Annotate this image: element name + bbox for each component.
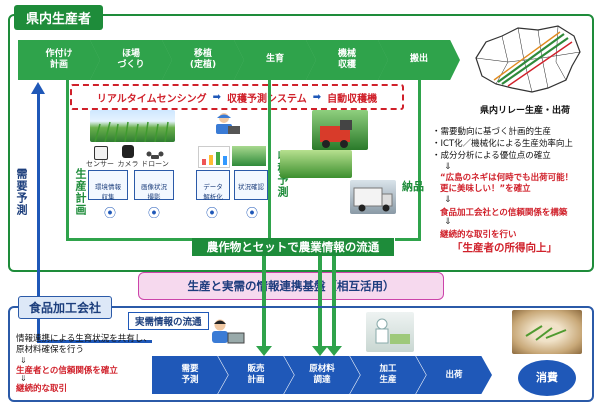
producer-step-ship: 搬出 <box>378 40 460 80</box>
arrow-down-icon <box>326 346 342 356</box>
info-card-status: 状況確認 <box>234 170 268 200</box>
producer-section <box>8 14 594 272</box>
company-step-demand: 需要 予測 <box>152 356 228 394</box>
green-line <box>66 238 266 241</box>
green-arrow-line <box>332 256 336 348</box>
wifi-icon: ⦿ <box>148 206 161 220</box>
dish-photo <box>512 310 582 354</box>
company-step-ship: 出荷 <box>416 356 492 394</box>
info-card-image: 画像状況 撮影 <box>134 170 174 201</box>
flow-banner: 農作物とセットで農業情報の流通 <box>192 238 394 256</box>
highlight-continuous: 継続的な取引を行い <box>440 230 517 240</box>
sensing-harvester: 自動収穫機 <box>327 93 378 105</box>
arrow-icon: ➡ <box>312 91 322 103</box>
company-step-processing: 加工 生産 <box>350 356 426 394</box>
producer-step-field: ほ場 づくり <box>90 40 172 80</box>
arrow-down-icon: ⇓ <box>444 162 452 172</box>
onion-rows-graphic <box>94 121 169 143</box>
green-arrow-line <box>318 256 322 348</box>
producer-title: 県内生産者 <box>14 5 104 30</box>
green-line <box>395 238 421 241</box>
company-step-materials: 原材料 調達 <box>284 356 360 394</box>
bullet-demand-planning: ・需要動向に基づく計画的生産 <box>432 127 552 137</box>
info-card-data: データ 解析化 <box>196 170 230 201</box>
highlight-income: 「生産者の所得向上」 <box>452 242 557 254</box>
label-delivery: 納品 <box>402 180 424 193</box>
company-flow-label: 実需情報の流通 <box>128 312 209 330</box>
green-arrow-line <box>262 256 266 348</box>
producer-step-harvest: 機械 収穫 <box>306 40 388 80</box>
wifi-icon: ⦿ <box>206 206 219 220</box>
arrow-down-icon: ⇓ <box>444 195 452 205</box>
label-production-plan: 生産計画 <box>74 168 87 216</box>
demand-arrow-line <box>37 92 40 342</box>
factory-photo <box>366 312 414 352</box>
chart-icon <box>198 146 230 168</box>
label-demand-forecast: 需要予測 <box>15 168 28 216</box>
green-line <box>418 80 421 240</box>
sensing-box: リアルタイムセンシング ➡ 収穫予測システム ➡ 自動収穫機 <box>70 84 404 110</box>
company-title: 食品加工会社 <box>18 296 113 319</box>
camera-icon <box>122 145 134 158</box>
arrow-up-icon <box>31 82 45 94</box>
hiroshima-map <box>468 22 584 96</box>
highlight-quote: “広島のネギは何時でも出荷可能！ 更に美味しい！”を確立 <box>440 173 574 194</box>
worker-illustration <box>208 318 246 344</box>
producer-step-plan: 作付け 計画 <box>18 40 100 80</box>
company-text-share: 情報連携による生育状況を共有し、 原材料確保を行う <box>16 334 152 355</box>
arrow-down-icon <box>256 346 272 356</box>
company-text-continuous: 継続的な取引 <box>16 384 68 394</box>
growth-photo <box>232 146 266 166</box>
highlight-trust: 食品加工会社との信頼関係を構築 <box>440 208 568 218</box>
bullet-analysis: ・成分分析による優位点の確立 <box>432 151 551 161</box>
info-platform: 生産と実需の情報連携基盤（相互活用） <box>138 272 444 300</box>
sensor-icon <box>94 146 108 160</box>
company-step-sales: 販売 計画 <box>218 356 294 394</box>
green-line <box>66 80 69 240</box>
onion-bundle-photo <box>280 150 352 178</box>
onion-field-photo <box>90 110 175 143</box>
drone-icon <box>146 146 164 159</box>
demand-arrow-base <box>37 340 152 343</box>
wifi-icon: ⦿ <box>246 206 259 220</box>
arrow-down-icon: ⇓ <box>20 356 27 365</box>
farmer-laptop-illustration <box>212 112 242 136</box>
arrow-down-icon: ⇓ <box>444 217 452 227</box>
arrow-down-icon: ⇓ <box>20 374 27 383</box>
company-section <box>8 306 594 402</box>
bullet-ict: ・ICT化／機械化による生産効率向上 <box>432 139 573 149</box>
delivery-truck-photo <box>350 180 396 214</box>
info-card-environment: 環境情報 収集 <box>88 170 128 201</box>
producer-step-growth: 生育 <box>234 40 316 80</box>
device-label-drone: ドローン <box>141 160 169 168</box>
harvester-photo <box>312 110 368 150</box>
map-caption: 県内リレー生産・出荷 <box>480 106 571 116</box>
wifi-icon: ⦿ <box>104 206 117 220</box>
company-text-trust: 生産者との信頼関係を確立 <box>16 366 118 376</box>
device-label-sensor: センサー <box>86 160 114 168</box>
consume-badge: 消費 <box>518 360 576 396</box>
sensing-realtime: リアルタイムセンシング <box>96 93 207 105</box>
device-label-camera: カメラ <box>117 160 139 168</box>
arrow-down-icon <box>312 346 328 356</box>
sensing-forecast: 収穫予測システム <box>227 93 307 105</box>
arrow-icon: ➡ <box>212 91 221 103</box>
green-line <box>268 80 271 240</box>
producer-step-transplant: 移植 (定植) <box>162 40 244 80</box>
